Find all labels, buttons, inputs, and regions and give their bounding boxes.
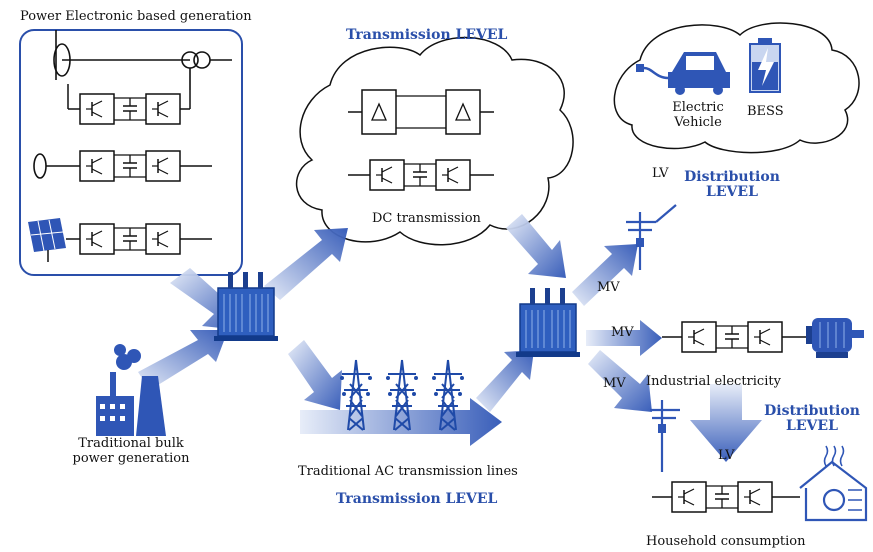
arrow-transformer-to-dc xyxy=(264,228,348,300)
hvdc-converters xyxy=(348,89,494,135)
power-plant-icon xyxy=(96,344,166,436)
converter-industrial xyxy=(681,321,783,353)
mv-label-2: MV xyxy=(611,325,634,340)
transformer-substation xyxy=(515,287,581,358)
solar-panel-icon xyxy=(28,218,66,262)
battery-icon xyxy=(749,38,781,93)
pe-generation-box xyxy=(19,29,243,276)
arrow-bulk-to-transformer xyxy=(138,330,228,390)
arrow-dc-to-substation xyxy=(506,214,566,278)
arrow-ac-to-substation xyxy=(476,350,534,412)
wind-turbine-small-icon xyxy=(33,153,80,179)
electric-vehicle-icon xyxy=(636,52,730,95)
industrial-electricity-label: Industrial electricity xyxy=(646,374,781,389)
household-consumption-label: Household consumption xyxy=(646,534,806,549)
arrow-lv-down xyxy=(690,384,762,462)
pe-generation-label: Power Electronic based generation xyxy=(20,9,252,24)
transmission-level-bottom-label: Transmission LEVEL xyxy=(336,491,498,507)
arrow-transformer-to-ac xyxy=(288,340,342,410)
mv-label-3: MV xyxy=(603,376,626,391)
transformer-left xyxy=(213,271,279,342)
dc-transmission-label: DC transmission xyxy=(372,211,481,226)
bess-label: BESS xyxy=(747,104,784,119)
ev-bess-cloud xyxy=(613,22,860,154)
distribution-level-top-label: Distribution LEVEL xyxy=(684,169,780,200)
lv-top-label: LV xyxy=(652,166,669,181)
transmission-level-top-label: Transmission LEVEL xyxy=(346,27,508,43)
wind-turbine-icon xyxy=(53,30,232,90)
lv-bottom-label: LV xyxy=(718,448,735,463)
arrow-substation-to-lv xyxy=(572,244,638,306)
converter-household xyxy=(671,481,773,513)
distribution-level-bottom-label: Distribution LEVEL xyxy=(764,403,860,434)
utility-pole-bottom-icon xyxy=(650,400,680,472)
ac-transmission-lines-label: Traditional AC transmission lines xyxy=(298,464,518,479)
arrow-substation-to-industrial xyxy=(586,320,662,356)
mv-label-1: MV xyxy=(597,280,620,295)
bulk-generation-label: Traditional bulk power generation xyxy=(72,436,190,466)
motor-icon xyxy=(806,318,864,358)
electric-vehicle-label: Electric Vehicle xyxy=(672,100,724,130)
arrow-substation-to-household xyxy=(588,350,652,412)
house-icon xyxy=(799,445,868,522)
